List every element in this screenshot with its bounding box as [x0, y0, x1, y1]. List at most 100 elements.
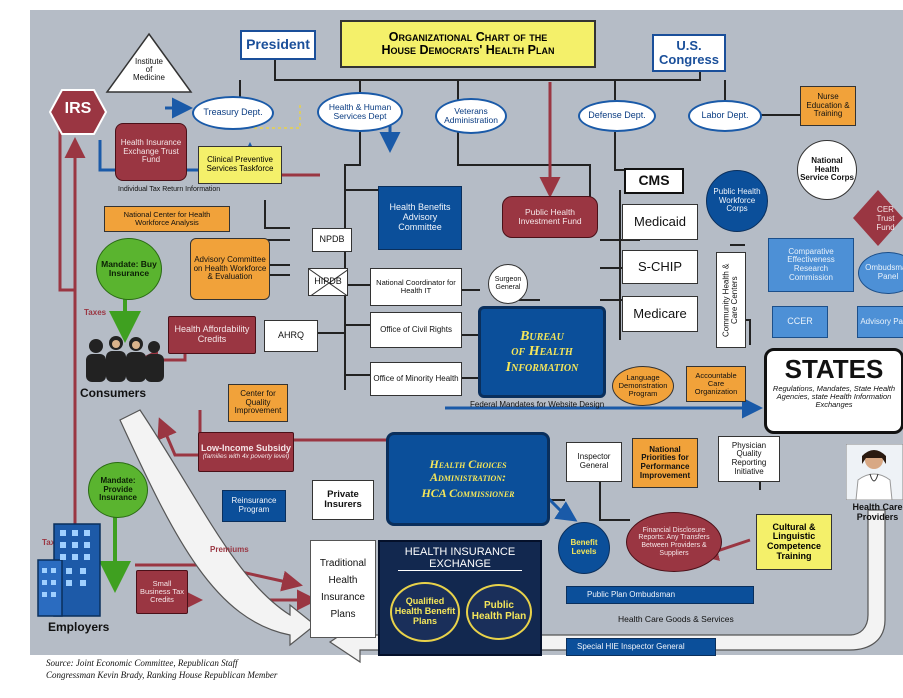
president-box: President: [240, 30, 316, 60]
cultural-competence-label: Cultural & Linguistic Competence Trainin…: [766, 521, 821, 561]
institute-of-medicine-triangle-icon: [105, 32, 193, 93]
institute-of-medicine-label: Institute of Medicine: [120, 58, 178, 82]
clinical-preventive-label: Clinical Preventive Services Taskforce: [206, 155, 274, 173]
qhbp-circle: Qualified Health Benefit Plans: [390, 582, 460, 642]
lis-line2: (families with 4x poverty level): [202, 453, 290, 461]
financial-disclosure-label: Financial Disclosure Reports: Any Transf…: [638, 526, 710, 557]
financial-disclosure-oval: Financial Disclosure Reports: Any Transf…: [626, 512, 722, 572]
npdb-box: NPDB: [312, 228, 352, 252]
hie-title: Health Insurance Exchange: [398, 546, 522, 572]
treasury-dept-oval: Treasury Dept.: [192, 96, 274, 130]
surgeon-general-circle: Surgeon General: [488, 264, 528, 304]
special-ig-band: Special HIE Inspector General: [566, 638, 716, 656]
hhs-dept-oval: Health & Human Services Dept: [317, 92, 403, 132]
phwc-circle: Public Health Workforce Corps: [706, 170, 768, 232]
ncfhwa-label: National Center for Health Workforce Ana…: [123, 209, 211, 227]
chcc-box: Community Health & Care Centers: [716, 252, 746, 348]
cer-commission-box: Comparative Effectiveness Research Commi…: [768, 238, 854, 292]
benefit-levels-label: Benefit Levels: [570, 538, 598, 556]
hcgs-label: Health Care Goods & Services: [618, 614, 734, 624]
defense-dept-oval: Defense Dept.: [578, 100, 656, 132]
nhsc-label: National Health Service Corps: [800, 156, 854, 183]
phwc-label: Public Health Workforce Corps: [713, 187, 761, 214]
pqri-label: Physician Quality Reporting Initiative: [731, 440, 767, 476]
health-care-providers-label: Health Care Providers: [852, 502, 903, 522]
ncfhit-label: National Coordinator for Health IT: [376, 277, 456, 295]
chart-title-line1: Organizational Chart of the: [388, 29, 548, 44]
consumers-label: Consumers: [80, 386, 147, 400]
trust-fund-box: Health Insurance Exchange Trust Fund: [115, 123, 187, 181]
va-label: Veterans Administration: [444, 105, 498, 125]
irs-label: IRS: [64, 100, 92, 117]
congress-line2: Congress: [659, 52, 719, 67]
defense-label: Defense Dept.: [588, 110, 646, 121]
ombudsman-panel-label: Ombudsman Panel: [865, 263, 903, 281]
small-business-box: Small Business Tax Credits: [136, 570, 188, 614]
chart-title-line2: House Democrats' Health Plan: [381, 43, 555, 57]
chart-title: Organizational Chart of the House Democr…: [340, 20, 596, 68]
hipdb-cross-icon: [309, 269, 347, 295]
hca-box: Health Choices Administration: HCA Commi…: [386, 432, 550, 526]
congress-line1: U.S.: [676, 37, 702, 53]
treasury-label: Treasury Dept.: [203, 107, 263, 118]
iom-line2: of: [145, 65, 153, 74]
special-ig-label: Special HIE Inspector General: [577, 641, 685, 651]
npfpi-box: National Priorities for Performance Impr…: [632, 438, 698, 488]
surgeon-general-label: Surgeon General: [494, 276, 522, 291]
mandate-buy-label: Mandate: Buy Insurance: [101, 258, 157, 278]
hac-label: Health Affordability Credits: [174, 324, 250, 344]
ocr-box: Office of Civil Rights: [370, 312, 462, 348]
phif-box: Public Health Investment Fund: [502, 196, 598, 238]
health-care-provider-icon: [846, 444, 903, 500]
schip-box: S-CHIP: [622, 250, 698, 284]
ldp-label: Language Demonstration Program: [618, 372, 668, 399]
private-insurers-box: Private Insurers: [312, 480, 374, 520]
hipdb-label: HIPDB: [314, 276, 342, 287]
cultural-competence-box: Cultural & Linguistic Competence Trainin…: [756, 514, 832, 570]
npfpi-label: National Priorities for Performance Impr…: [639, 444, 691, 480]
ahrq-label: AHRQ: [277, 330, 304, 341]
tax-return-info-label: Individual Tax Return Information: [118, 186, 221, 193]
bureau-of-health-information-box: Bureau of Health Information: [478, 306, 606, 398]
us-congress-box: U.S. Congress: [652, 34, 726, 72]
thip-box: Traditional Health Insurance Plans: [310, 540, 376, 638]
employers-label: Employers: [48, 620, 110, 634]
hipdb-box: HIPDB: [308, 268, 348, 296]
employers-building-icon: [37, 523, 101, 617]
taxes-label: Taxes: [84, 308, 107, 317]
php-label: Public Health Plan: [471, 600, 527, 622]
boh-line3: Information: [505, 359, 579, 375]
medicare-label: Medicare: [633, 305, 687, 321]
federal-mandates-label: Federal Mandates for Website Design: [470, 400, 605, 409]
public-plan-ombudsman-label: Public Plan Ombudsman: [587, 589, 676, 599]
source-line1: Source: Joint Economic Committee, Republ…: [46, 658, 238, 668]
omh-label: Office of Minority Health: [373, 373, 459, 383]
medicaid-label: Medicaid: [633, 213, 687, 229]
trust-fund-label: Health Insurance Exchange Trust Fund: [120, 138, 182, 165]
boh-line1: Bureau: [520, 329, 564, 345]
advisory-panel-label: Advisory Panel: [860, 316, 903, 326]
president-label: President: [246, 36, 310, 53]
clinical-preventive-box: Clinical Preventive Services Taskforce: [198, 146, 282, 184]
small-business-label: Small Business Tax Credits: [139, 578, 185, 605]
inspector-general-label: Inspector General: [577, 452, 611, 470]
public-plan-ombudsman-band: Public Plan Ombudsman: [566, 586, 754, 604]
aco-box: Accountable Care Organization: [686, 366, 746, 402]
pqri-box: Physician Quality Reporting Initiative: [718, 436, 780, 482]
ahrq-box: AHRQ: [264, 320, 318, 352]
labor-dept-oval: Labor Dept.: [688, 100, 762, 132]
phif-label: Public Health Investment Fund: [518, 206, 582, 226]
reinsurance-label: Reinsurance Program: [231, 496, 277, 514]
advisory-committee-label: Advisory Committee on Health Workforce &…: [193, 255, 267, 282]
cms-label: CMS: [638, 172, 670, 189]
reinsurance-box: Reinsurance Program: [222, 490, 286, 522]
premiums-label: Premiums: [210, 545, 249, 554]
medicaid-box: Medicaid: [622, 204, 698, 240]
mandate-buy-circle: Mandate: Buy Insurance: [96, 238, 162, 300]
advisory-committee-box: Advisory Committee on Health Workforce &…: [190, 238, 270, 300]
aco-label: Accountable Care Organization: [694, 370, 738, 397]
qhbp-label: Qualified Health Benefit Plans: [394, 596, 456, 626]
mandate-provide-label: Mandate: Provide Insurance: [99, 476, 137, 503]
chcc-label: Community Health & Care Centers: [721, 263, 739, 337]
schip-label: S-CHIP: [637, 258, 683, 274]
